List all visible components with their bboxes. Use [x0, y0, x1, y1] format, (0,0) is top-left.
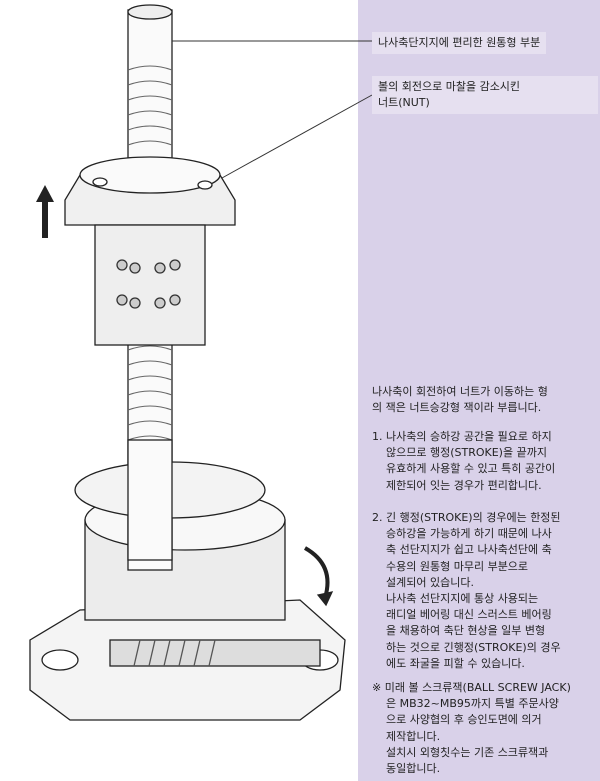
text-line: 1. 나사축의 승하강 공간을 필요로 하지	[372, 430, 552, 443]
ball-nut	[94, 224, 206, 346]
text-line: 나사축 선단지지에 통상 사용되는	[386, 592, 539, 606]
text-line: 을 채용하여 축단 현상을 일부 변형	[386, 624, 546, 638]
text-line: 제작합니다.	[386, 729, 441, 743]
intro-paragraph: 나사축이 회전하여 너트가 이동하는 형 의 잭은 너트승강형 잭이라 부릅니다…	[372, 384, 548, 416]
callout-cylindrical-end: 나사축단지지에 편리한 원통형 부분	[372, 32, 547, 54]
callout-ball-nut: 볼의 회전으로 마찰을 감소시킨 너트(NUT)	[372, 76, 598, 114]
mount-hole	[41, 649, 79, 671]
item-2: 2. 긴 행정(STROKE)의 경우에는 한정된 승하강을 가능하게 하기 때…	[372, 510, 561, 672]
callout-text: 볼의 회전으로 마찰을 감소시킨	[378, 80, 521, 93]
worm-shaft	[109, 639, 321, 667]
text-line: 설치시 외형칫수는 기존 스크류잭과	[386, 745, 549, 759]
text-line: 유효하게 사용할 수 있고 특히 공간이	[386, 462, 556, 476]
text-line: 에도 좌굴을 피할 수 있습니다.	[386, 656, 525, 670]
callout-text: 너트(NUT)	[378, 96, 430, 109]
text-line: 은 MB32~MB95까지 특별 주문사양	[386, 697, 559, 711]
note: ※ 미래 볼 스크류잭(BALL SCREW JACK) 은 MB32~MB95…	[372, 680, 571, 777]
item-1: 1. 나사축의 승하강 공간을 필요로 하지 않으므로 행정(STROKE)을 …	[372, 429, 555, 494]
callout-text: 나사축단지지에 편리한 원통형 부분	[378, 36, 541, 49]
text-line: 으로 사양협의 후 승인도면에 의거	[386, 713, 542, 727]
text-line: 설계되어 있습니다.	[386, 575, 474, 589]
text-line: 제한되어 잇는 경우가 편리합니다.	[386, 478, 542, 492]
text-line: 하는 것으로 긴행정(STROKE)의 경우	[386, 640, 561, 654]
text-line: 의 잭은 너트승강형 잭이라 부릅니다.	[372, 401, 542, 415]
text-line: 나사축이 회전하여 너트가 이동하는 형	[372, 385, 548, 398]
up-arrow-icon	[36, 185, 54, 238]
text-line: 동일합니다.	[386, 762, 441, 776]
text-line: ※ 미래 볼 스크류잭(BALL SCREW JACK)	[372, 681, 571, 694]
text-line: 축 선단지지가 쉽고 나사축선단에 축	[386, 543, 552, 557]
text-line: 수용의 원통형 마무리 부분으로	[386, 559, 529, 573]
text-line: 승하강을 가능하게 하기 때문에 나사	[386, 527, 552, 541]
text-line: 래디얼 베어링 대신 스러스트 베어링	[386, 608, 552, 622]
description-panel	[358, 0, 600, 781]
text-line: 않으므로 행정(STROKE)을 끝까지	[386, 446, 547, 460]
text-line: 2. 긴 행정(STROKE)의 경우에는 한정된	[372, 511, 561, 524]
